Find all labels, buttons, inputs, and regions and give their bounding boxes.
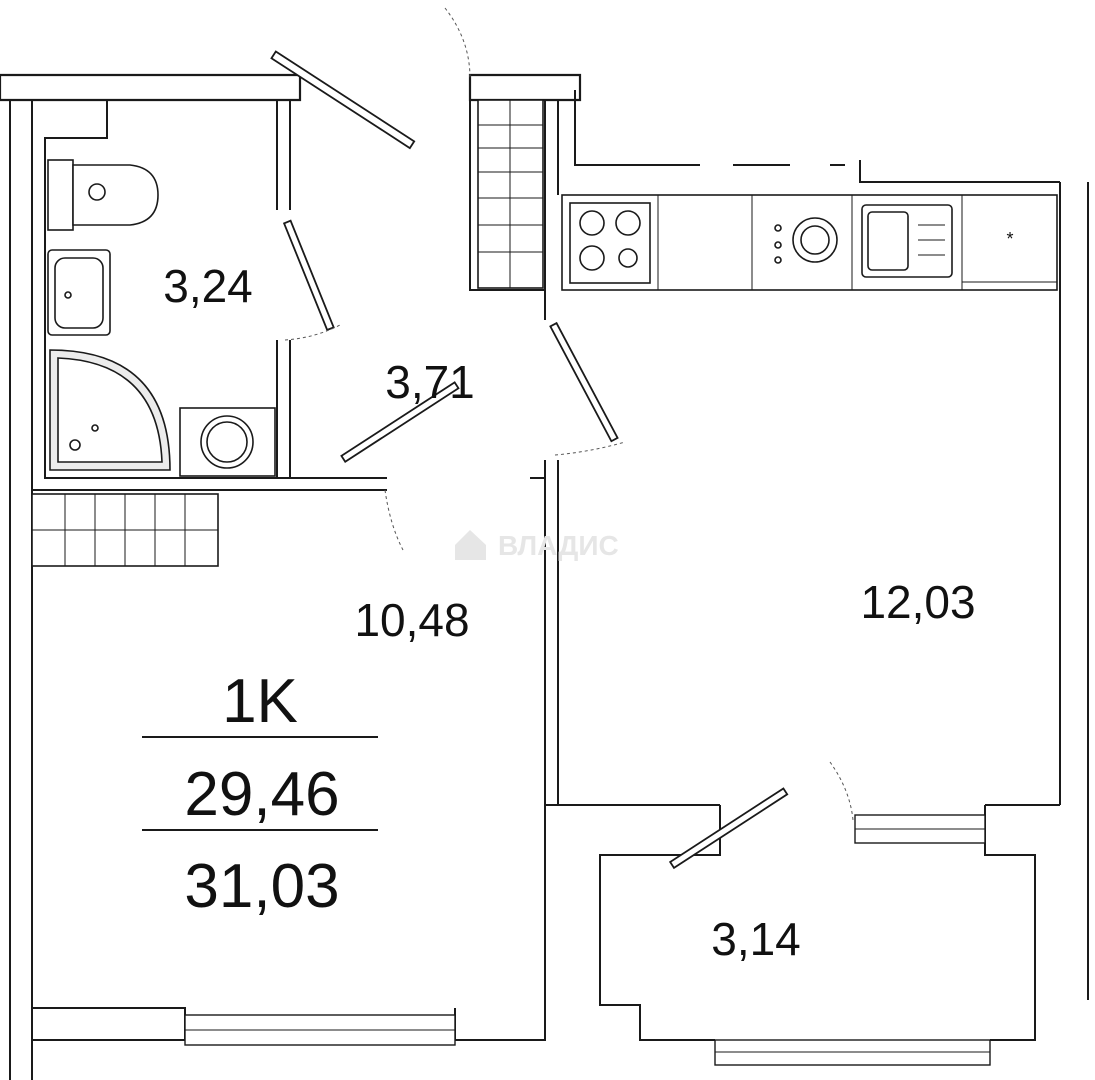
walls: [0, 73, 1089, 1080]
windows: [184, 814, 991, 1066]
hallway-area: 3,71: [385, 356, 475, 408]
total-area: 31,03: [184, 852, 339, 921]
balcony-area: 3,14: [711, 913, 801, 965]
apartment-type: 1K: [222, 667, 298, 736]
doors: [270, 7, 854, 870]
kitchen-area: 12,03: [860, 576, 975, 628]
room-area: 10,48: [354, 594, 469, 646]
bathroom-area: 3,24: [163, 260, 253, 312]
ventilation-shafts: [31, 99, 544, 567]
watermark: ВЛАДИС: [455, 530, 619, 561]
svg-text:*: *: [1006, 229, 1013, 249]
living-area: 29,46: [184, 760, 339, 829]
watermark-text: ВЛАДИС: [498, 530, 619, 561]
kitchen-fixtures: *: [561, 194, 1058, 291]
bathroom-fixtures: [47, 159, 276, 477]
house-icon: [455, 530, 486, 560]
